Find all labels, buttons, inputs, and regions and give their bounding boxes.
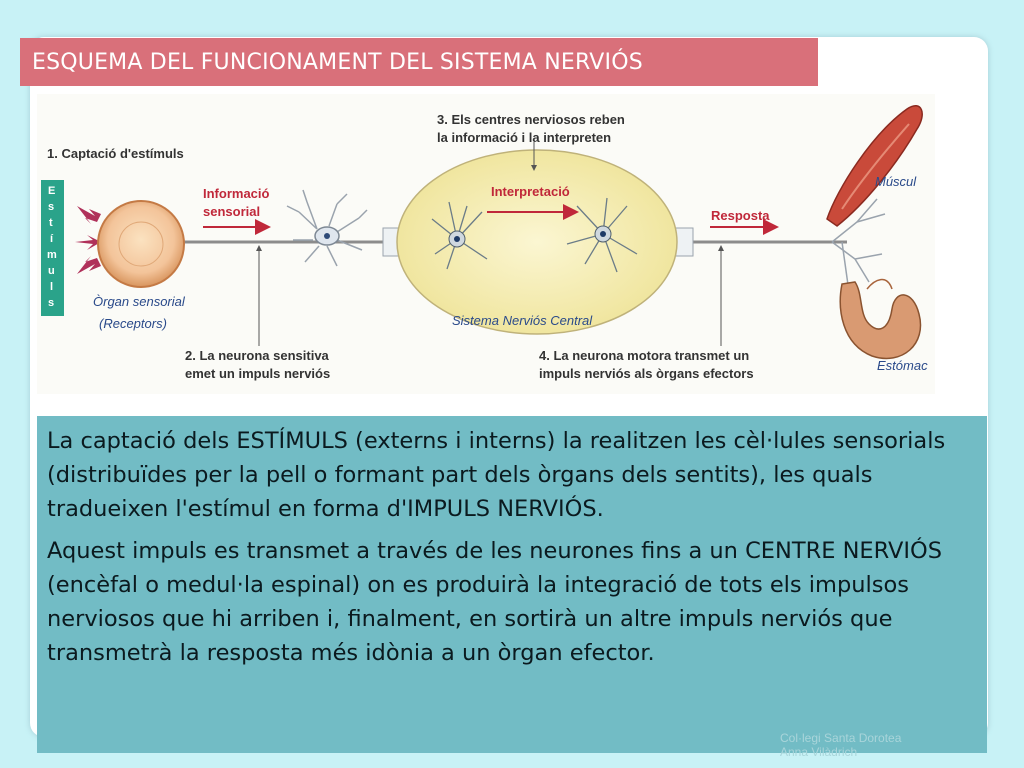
stimuli-bar: E s t í m u l s [41,180,64,316]
stimuli-letter: m [47,249,57,261]
stomach-label: Estómac [877,358,928,373]
nervous-system-diagram: E s t í m u l s [37,94,935,394]
central-nervous-system [382,149,694,335]
step4-label-line2: impuls nerviós als òrgans efectors [539,366,754,381]
step2-label-line1: 2. La neurona sensitiva [185,348,330,363]
sensory-neuron [286,189,368,267]
credit-text: Col·legi Santa Dorotea Anna Vilàdrich [780,731,901,759]
interpretation-label: Interpretació [491,184,570,199]
cns-label: Sistema Nerviós Central [452,313,593,328]
response-label: Resposta [711,208,770,223]
credit-line-2: Anna Vilàdrich [780,745,858,759]
step4-label-line1: 4. La neurona motora transmet un [539,348,749,363]
explanation-paragraph-2: Aquest impuls es transmet a través de le… [47,538,943,666]
muscle-label: Múscul [875,174,917,189]
stimuli-letter: E [48,185,55,197]
stimuli-letter: í [50,233,54,245]
explanation-paragraph-1: La captació dels ESTÍMULS (externs i int… [47,428,946,522]
explanation-panel: La captació dels ESTÍMULS (externs i int… [37,416,987,753]
stimuli-letter: u [48,265,55,277]
stimuli-letter: l [50,281,53,293]
stimuli-letter: t [49,217,53,229]
stomach-illustration [839,278,922,360]
step2-label-line2: emet un impuls nerviós [185,366,330,381]
slide-title: ESQUEMA DEL FUNCIONAMENT DEL SISTEMA NER… [20,38,818,86]
muscle-illustration [826,105,923,227]
credit-line-1: Col·legi Santa Dorotea [780,731,902,745]
sensory-organ-eye [97,200,185,288]
organ-label-line2: (Receptors) [99,316,167,331]
info-label-line2: sensorial [203,204,260,219]
step1-label: 1. Captació d'estímuls [47,146,184,161]
info-label-line1: Informació [203,186,270,201]
stimulus-arrows [75,206,101,274]
step3-label-line1: 3. Els centres nerviosos reben [437,112,625,127]
step3-label-line2: la informació i la interpreten [437,130,611,145]
stimuli-letter: s [48,201,54,213]
organ-label-line1: Òrgan sensorial [93,294,186,309]
stimuli-letter: s [48,297,54,309]
